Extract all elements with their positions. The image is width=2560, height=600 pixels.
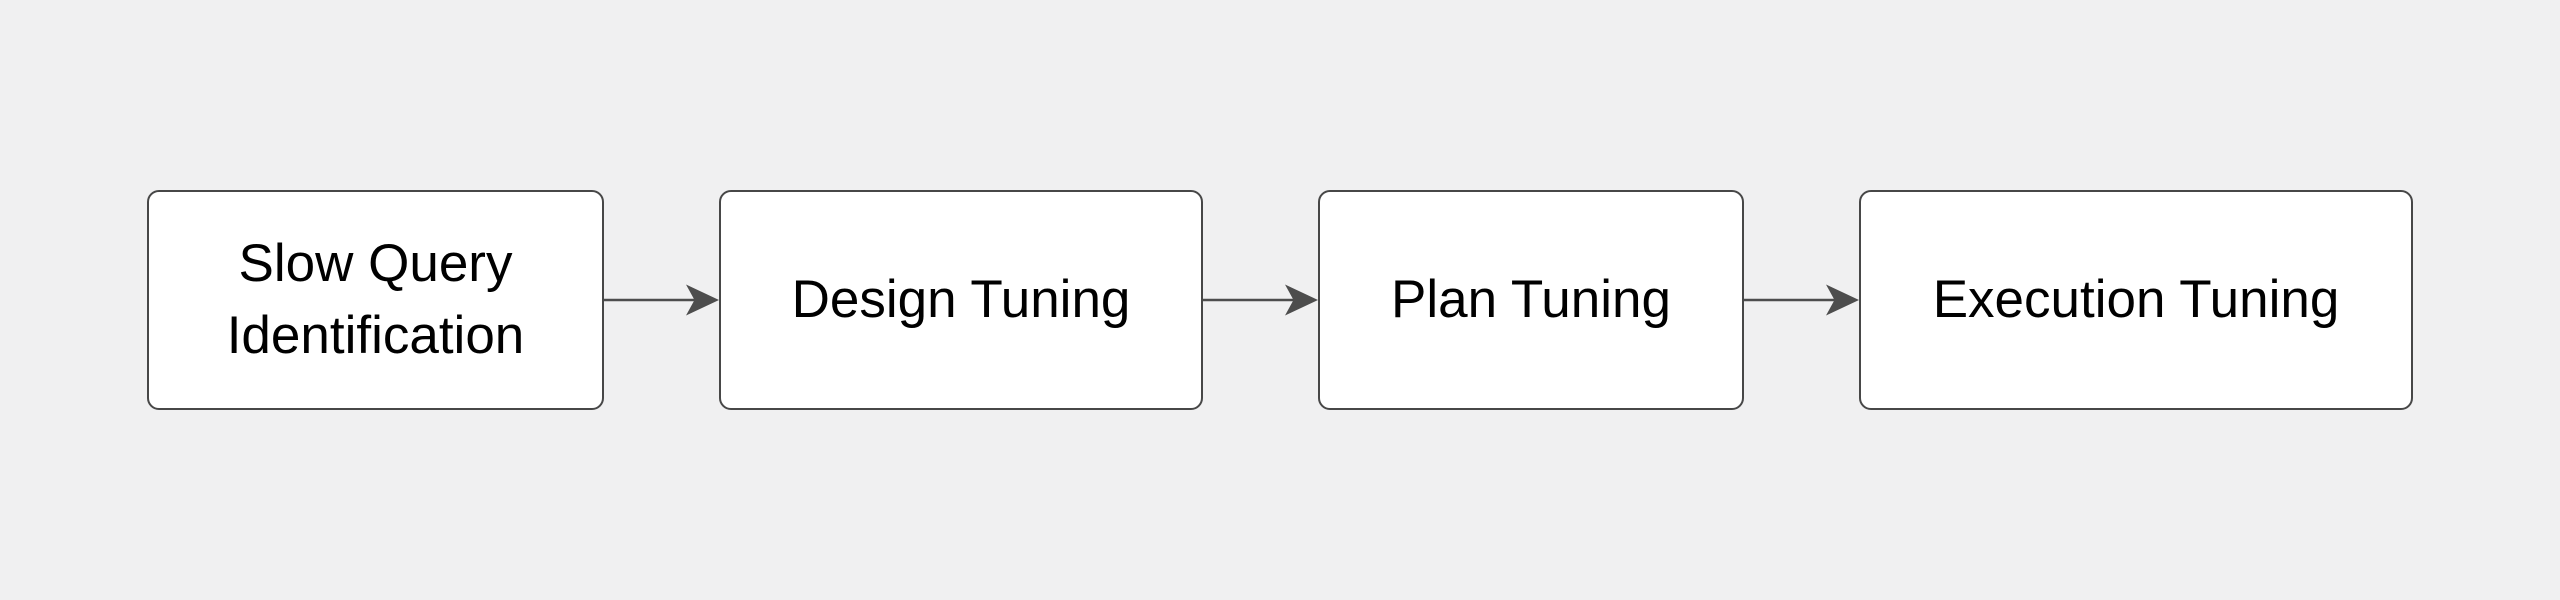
node-label: Design Tuning	[791, 270, 1131, 329]
node-execution-tuning: Execution Tuning	[1859, 190, 2413, 410]
edge-arrow-2	[1203, 284, 1318, 316]
node-label: Execution Tuning	[1932, 270, 2340, 329]
node-slow-query-identification: Slow Query Identification	[147, 190, 604, 410]
node-plan-tuning: Plan Tuning	[1318, 190, 1744, 410]
node-label: Plan Tuning	[1391, 270, 1671, 329]
edge-arrow-3	[1744, 284, 1859, 316]
edge-arrow-1	[604, 284, 719, 316]
node-label: Slow Query Identification	[226, 234, 525, 365]
node-design-tuning: Design Tuning	[719, 190, 1203, 410]
